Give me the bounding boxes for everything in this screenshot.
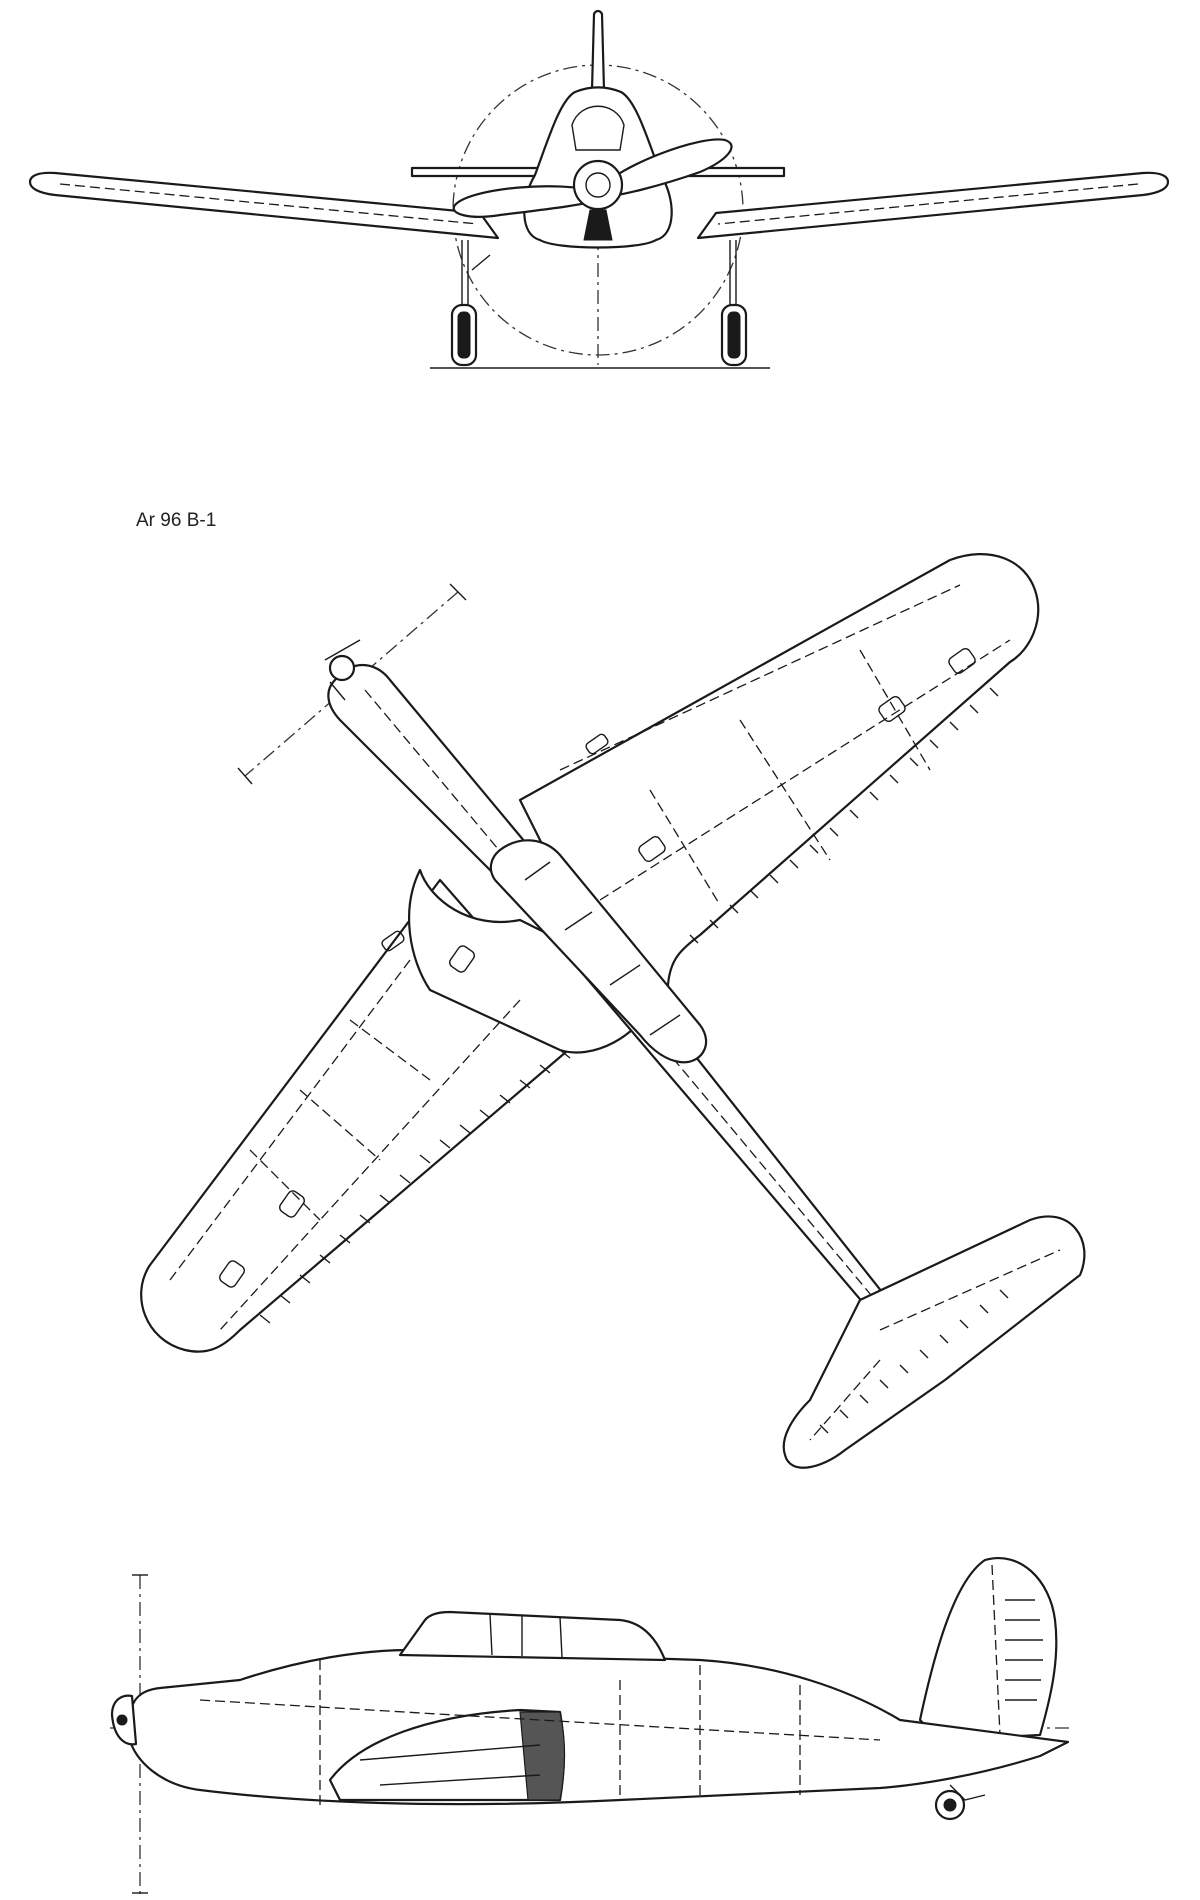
top-tailplane — [782, 1215, 1086, 1469]
front-oil-cooler — [583, 209, 613, 241]
top-canopy-frames — [524, 861, 681, 1036]
side-view — [110, 1557, 1070, 1895]
top-spinner — [328, 654, 356, 682]
top-propeller-blade — [324, 639, 361, 701]
side-propeller-hub — [116, 1714, 128, 1726]
top-tailplane-hinge-line — [809, 1249, 1061, 1441]
front-left-wing — [28, 171, 500, 240]
side-wing-root-hatched — [519, 1711, 566, 1801]
side-wing-lines — [359, 1744, 541, 1786]
top-wing-center — [408, 868, 662, 1054]
front-view — [28, 9, 1170, 369]
top-tailplane-hinges — [819, 1289, 1009, 1434]
front-engine-cowl — [572, 159, 624, 211]
side-fin — [918, 1557, 1058, 1742]
top-right-wing-panels — [559, 584, 1011, 906]
side-canopy — [398, 1610, 667, 1662]
side-fuselage — [128, 1648, 1070, 1806]
side-rudder-ribs — [1005, 1599, 1043, 1701]
front-right-gear — [720, 240, 748, 367]
front-right-wing — [696, 171, 1170, 240]
side-panel-lines — [199, 1660, 881, 1805]
front-canopy — [571, 105, 625, 151]
aircraft-designation-label: Ar 96 B-1 — [136, 510, 217, 531]
front-left-gear — [450, 240, 491, 367]
front-right-wing-line — [717, 183, 1139, 225]
front-fin — [590, 9, 606, 92]
top-view — [140, 553, 1086, 1469]
side-rudder-hinge — [991, 1564, 1001, 1736]
top-right-wing-hinges — [689, 687, 999, 944]
side-tailwheel — [934, 1784, 986, 1821]
top-canopy — [489, 839, 708, 1064]
front-propeller-left-blade — [452, 185, 600, 218]
front-propeller-right-blade — [596, 138, 733, 200]
side-canopy-frames — [489, 1613, 563, 1658]
top-left-wing-hinges — [259, 1049, 571, 1324]
front-left-wing-line — [59, 183, 479, 225]
top-right-wing — [518, 553, 1040, 1002]
top-left-wing-panels — [169, 959, 521, 1331]
front-spinner — [585, 172, 611, 198]
